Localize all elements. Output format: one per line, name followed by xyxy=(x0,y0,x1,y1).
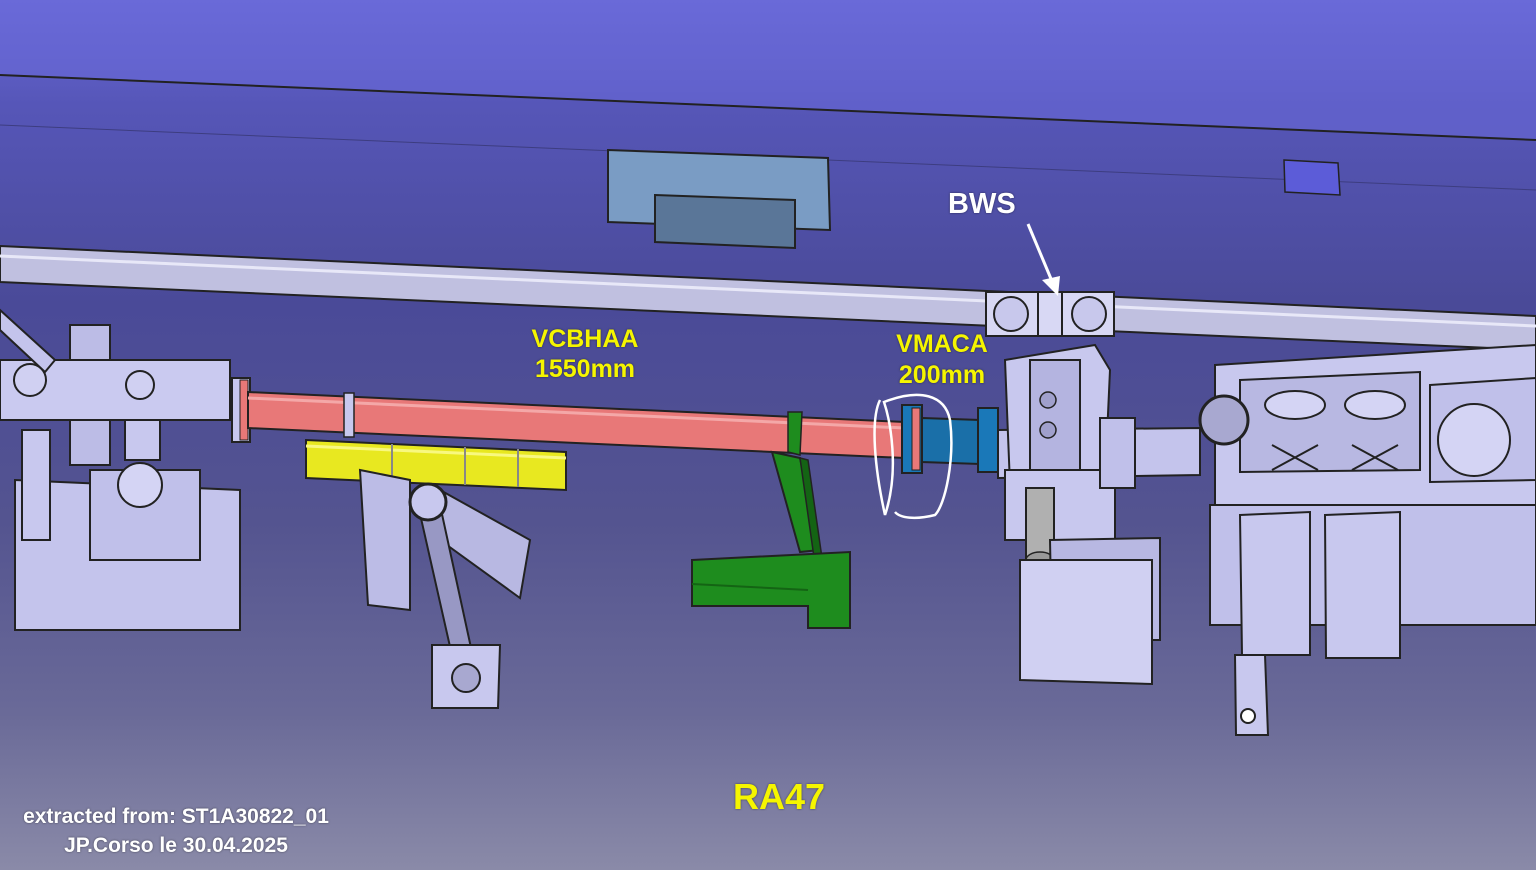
wall-box xyxy=(607,148,832,250)
tube-stand xyxy=(358,468,532,709)
yellow-tube xyxy=(305,438,567,492)
bws-arrow xyxy=(1026,223,1060,296)
vmaca-chamber xyxy=(901,404,999,474)
vmaca-highlight-outline xyxy=(873,393,953,520)
footer-credit: extracted from: ST1A30822_01 JP.Corso le… xyxy=(4,802,348,860)
left-equipment xyxy=(0,308,241,631)
footer-line-2: JP.Corso le 30.04.2025 xyxy=(64,834,288,857)
vmaca-name: VMACA xyxy=(896,330,988,358)
bws-block xyxy=(985,291,1115,337)
vcbhaa-length: 1550mm xyxy=(534,355,636,383)
footer-line-1: extracted from: ST1A30822_01 xyxy=(23,805,329,828)
vcbhaa-label: VCBHAA 1550mm xyxy=(520,324,650,384)
bws-mechanism xyxy=(1003,343,1161,686)
vcbhaa-name: VCBHAA xyxy=(531,325,639,353)
ceiling-edge-line xyxy=(0,74,1536,141)
overhead-pipe xyxy=(0,244,1536,352)
vmaca-label: VMACA 200mm xyxy=(886,329,998,391)
right-equipment xyxy=(1198,343,1536,736)
pipe-clamp xyxy=(343,392,355,438)
section-label: RA47 xyxy=(733,776,826,817)
small-wall-box xyxy=(1283,159,1341,196)
vmaca-length: 200mm xyxy=(898,361,986,389)
green-support xyxy=(691,411,851,629)
flange-left-red xyxy=(239,379,249,441)
bws-label: BWS xyxy=(948,188,1016,220)
ceiling-band xyxy=(0,0,1536,140)
